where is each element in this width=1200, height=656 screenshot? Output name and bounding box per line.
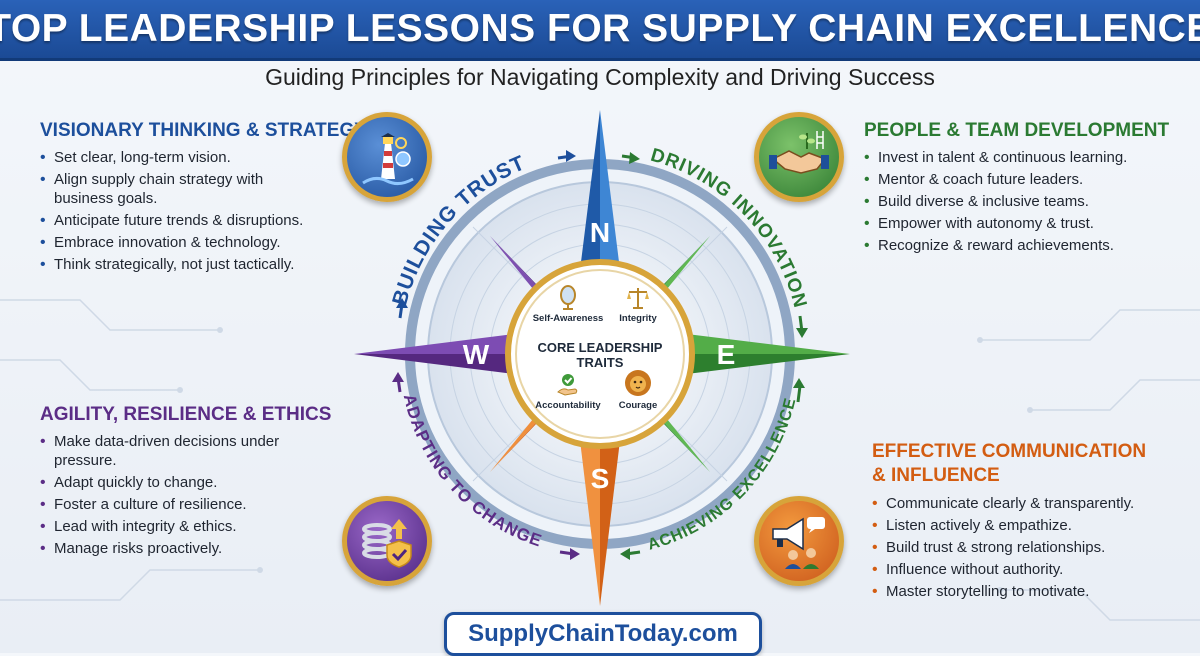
list-item: Master storytelling to motivate. — [872, 582, 1187, 601]
trait-accountability-label: Accountability — [535, 400, 601, 411]
list-item: Make data-driven decisions under pressur… — [40, 432, 324, 470]
footer-site-link[interactable]: SupplyChainToday.com — [468, 620, 738, 647]
compass-n-label: N — [590, 217, 610, 248]
hand-check-icon — [557, 374, 578, 396]
panel-people: PEOPLE & TEAM DEVELOPMENT Invest in tale… — [864, 120, 1184, 258]
compass-diagram: N E S W BUILDING TRUST DRIVING INNOVATIO… — [354, 110, 850, 606]
list-item: Build trust & strong relationships. — [872, 538, 1187, 557]
list-item: Empower with autonomy & trust. — [864, 214, 1184, 233]
list-item: Build diverse & inclusive teams. — [864, 192, 1184, 211]
page-title: TOP LEADERSHIP LESSONS FOR SUPPLY CHAIN … — [0, 7, 1200, 50]
list-item: Communicate clearly & transparently. — [872, 494, 1187, 513]
trait-courage: Courage — [598, 368, 678, 411]
communication-badge — [754, 496, 844, 586]
list-item: Adapt quickly to change. — [40, 473, 350, 492]
list-item: Set clear, long-term vision. — [40, 148, 350, 167]
compass-e-label: E — [717, 339, 736, 370]
trait-integrity: Integrity — [598, 285, 678, 324]
agility-badge — [342, 496, 432, 586]
list-item: Embrace innovation & technology. — [40, 233, 350, 252]
panel-visionary: VISIONARY THINKING & STRATEGY Set clear,… — [40, 120, 367, 277]
visionary-badge — [342, 112, 432, 202]
trait-self-awareness: Self-Awareness — [528, 285, 608, 324]
people-badge — [754, 112, 844, 202]
page-subtitle: Guiding Principles for Navigating Comple… — [265, 64, 935, 90]
footer-site-badge: SupplyChainToday.com — [444, 612, 762, 656]
panel-communication: EFFECTIVE COMMUNICATION & INFLUENCE Comm… — [872, 440, 1187, 604]
handshake-icon — [769, 131, 829, 174]
panel-visionary-title: VISIONARY THINKING & STRATEGY — [40, 120, 367, 141]
panel-agility-list: Make data-driven decisions under pressur… — [40, 432, 350, 558]
panel-communication-title: EFFECTIVE COMMUNICATION & INFLUENCE — [872, 441, 1147, 486]
scales-icon — [627, 288, 649, 309]
lion-icon — [625, 370, 651, 396]
panel-agility-title: AGILITY, RESILIENCE & ETHICS — [40, 404, 332, 425]
list-item: Listen actively & empathize. — [872, 516, 1187, 535]
lighthouse-icon — [362, 133, 414, 186]
compass-center-dial — [505, 259, 695, 449]
list-item: Mentor & coach future leaders. — [864, 170, 1184, 189]
list-item: Manage risks proactively. — [40, 539, 350, 558]
title-banner: TOP LEADERSHIP LESSONS FOR SUPPLY CHAIN … — [0, 0, 1200, 61]
list-item: Think strategically, not just tactically… — [40, 255, 350, 274]
list-item: Lead with integrity & ethics. — [40, 517, 350, 536]
compass-s-label: S — [591, 463, 610, 494]
list-item: Recognize & reward achievements. — [864, 236, 1184, 255]
core-traits-title: CORE LEADERSHIP TRAITS — [537, 340, 663, 370]
megaphone-icon — [772, 517, 825, 569]
panel-communication-list: Communicate clearly & transparently. Lis… — [872, 494, 1187, 601]
list-item: Invest in talent & continuous learning. — [864, 148, 1184, 167]
list-item: Align supply chain strategy with busines… — [40, 170, 304, 208]
mirror-icon — [560, 285, 576, 310]
list-item: Influence without authority. — [872, 560, 1187, 579]
trait-self-awareness-label: Self-Awareness — [532, 313, 604, 324]
spring-shield-icon — [362, 519, 412, 568]
panel-agility: AGILITY, RESILIENCE & ETHICS Make data-d… — [40, 404, 350, 561]
list-item: Foster a culture of resilience. — [40, 495, 350, 514]
arc-arrows — [392, 150, 808, 560]
trait-accountability: Accountability — [528, 372, 608, 411]
list-item: Anticipate future trends & disruptions. — [40, 211, 350, 230]
panel-visionary-list: Set clear, long-term vision. Align suppl… — [40, 148, 350, 274]
trait-integrity-label: Integrity — [619, 313, 657, 324]
panel-people-list: Invest in talent & continuous learning. … — [864, 148, 1184, 255]
panel-people-title: PEOPLE & TEAM DEVELOPMENT — [864, 120, 1170, 141]
trait-courage-label: Courage — [618, 400, 658, 411]
compass-w-label: W — [463, 339, 490, 370]
